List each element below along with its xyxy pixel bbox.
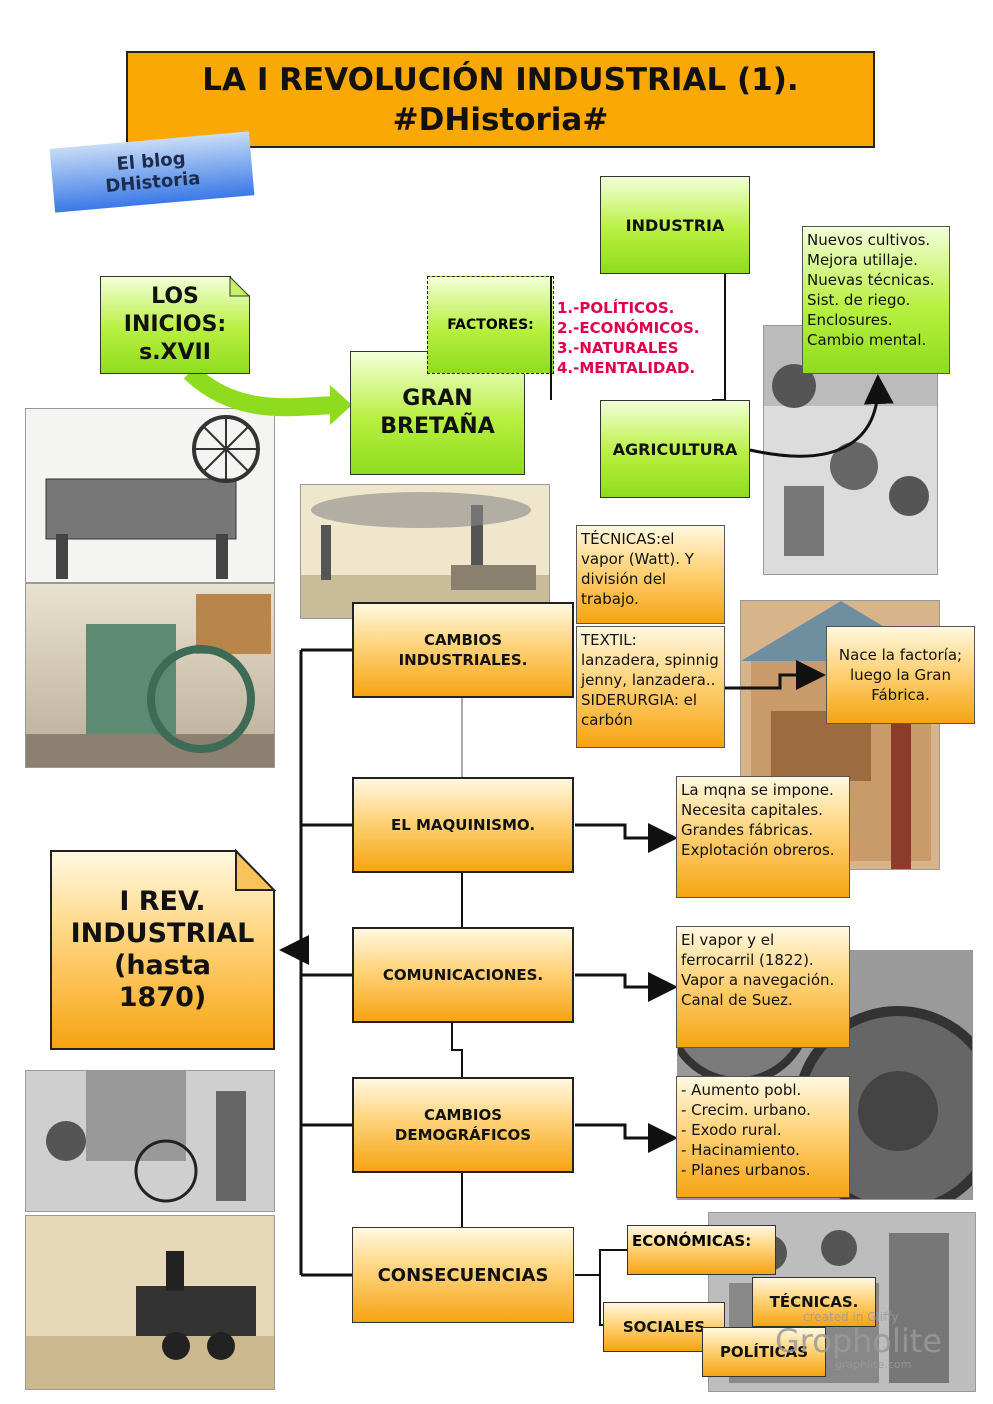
consecuencias-label: POLÍTICAS [719,1343,809,1361]
agricultura-label: AGRICULTURA [612,439,738,459]
watermark-line1: created in Gliffy [803,1310,899,1324]
spinning-jenny-photo [25,408,275,583]
note-maquinismo: La mqna se impone. Necesita capitales. G… [676,776,850,898]
factor-item: 4.-MENTALIDAD. [557,359,696,377]
agricultura-box: AGRICULTURA [600,400,750,498]
title-line1: LA I REVOLUCIÓN INDUSTRIAL (1). [202,61,799,98]
consecuencias-economicas: ECONÓMICAS: [627,1225,776,1275]
branch-label: EL MAQUINISMO. [390,816,536,834]
consecuencias-label: SOCIALES [622,1318,706,1336]
factores-box: FACTORES: [427,276,554,374]
gran-bretana-label: GRAN BRETAÑA [380,386,495,439]
agricultura-note: Nuevos cultivos. Mejora utillaje. Nuevas… [802,226,950,374]
title-box: LA I REVOLUCIÓN INDUSTRIAL (1). #DHistor… [126,51,875,148]
branch-label: CAMBIOS INDUSTRIALES. [398,631,528,669]
title-line2: #DHistoria# [392,101,609,138]
branch-cambios-industriales: CAMBIOS INDUSTRIALES. [352,602,574,698]
note-demograficos: - Aumento pobl. - Crecim. urbano. - Exod… [676,1076,850,1198]
factores-list: 1.-POLÍTICOS. 2.-ECONÓMICOS. 3.-NATURALE… [550,276,725,400]
spinning-wheel-photo [25,1070,275,1212]
consecuencias-label: TÉCNICAS. [769,1293,859,1311]
consecuencias-label: ECONÓMICAS: [632,1232,752,1250]
main-topic-label: I REV. INDUSTRIAL (hasta 1870) [70,886,255,1013]
branch-demograficos: CAMBIOS DEMOGRÁFICOS [352,1077,574,1173]
industria-box: INDUSTRIA [600,176,750,274]
industria-label: INDUSTRIA [625,215,725,235]
note-textil: TEXTIL: lanzadera, spinnig jenny, lanzad… [576,626,725,748]
steam-engine-photo [25,583,275,768]
note-factoria: Nace la factoría; luego la Gran Fábrica. [826,626,975,724]
branch-label: COMUNICACIONES. [382,966,544,984]
watermark: created in Gliffy Gropholite graphlite.c… [775,1310,985,1390]
watermark-logo: Gropholite [775,1322,943,1360]
branch-comunicaciones: COMUNICACIONES. [352,927,574,1023]
branch-label: CONSECUENCIAS [377,1264,549,1286]
factor-item: 3.-NATURALES [557,339,679,357]
locomotive-photo [25,1215,275,1390]
note-tecnicas: TÉCNICAS:el vapor (Watt). Y división del… [576,525,725,624]
factores-label: FACTORES: [447,317,534,333]
branch-consecuencias: CONSECUENCIAS [352,1227,574,1323]
inicios-label: LOS INICIOS: s.XVII [123,284,227,365]
consecuencias-politicas: POLÍTICAS [702,1327,826,1377]
note-comunicaciones: El vapor y el ferrocarril (1822). Vapor … [676,926,850,1048]
main-topic-box: I REV. INDUSTRIAL (hasta 1870) [50,850,275,1050]
watermark-url: graphlite.com [835,1358,912,1371]
inicios-box: LOS INICIOS: s.XVII [100,276,250,374]
branch-maquinismo: EL MAQUINISMO. [352,777,574,873]
consecuencias-tecnicas: TÉCNICAS. [752,1277,876,1327]
branch-label: CAMBIOS DEMOGRÁFICOS [394,1106,532,1144]
factor-item: 1.-POLÍTICOS. [557,299,675,317]
factor-item: 2.-ECONÓMICOS. [557,319,700,337]
